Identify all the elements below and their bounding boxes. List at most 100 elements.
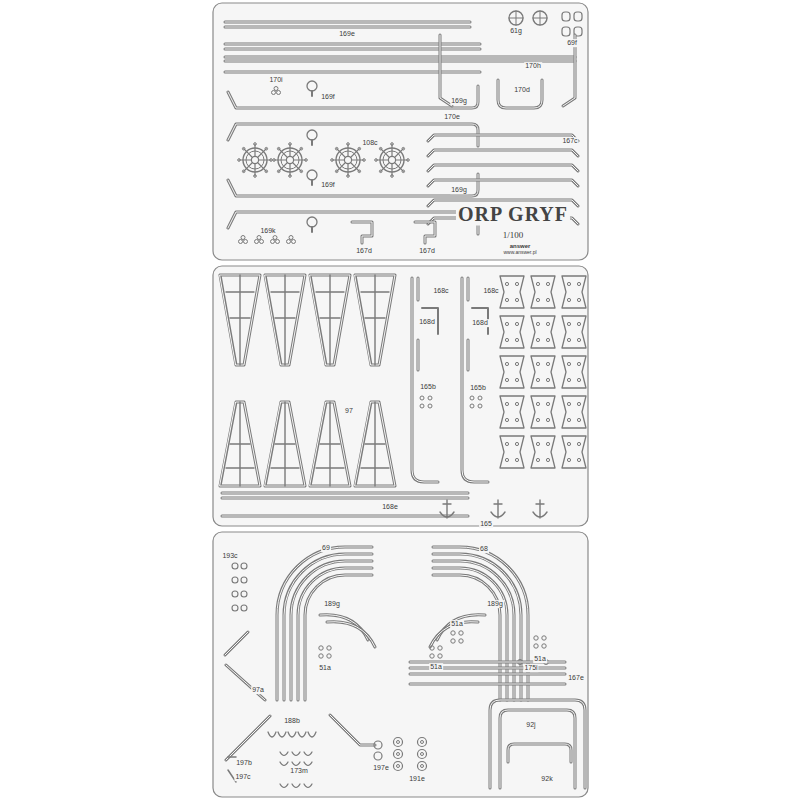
etched-part xyxy=(311,91,313,96)
etched-ring xyxy=(515,378,518,381)
part-number: 167d xyxy=(418,247,436,255)
etched-part xyxy=(491,500,505,518)
part-number: 188b xyxy=(283,717,301,725)
etched-part-inner xyxy=(222,498,468,499)
etched-part-inner xyxy=(225,632,248,655)
part-number: 92j xyxy=(525,721,536,729)
etched-part xyxy=(311,227,313,232)
etched-ring xyxy=(546,378,549,381)
etched-part-inner xyxy=(222,493,468,494)
etched-part xyxy=(254,164,255,176)
etched-part xyxy=(226,275,254,365)
part-number: 168c xyxy=(432,287,449,295)
etched-ring xyxy=(300,170,303,173)
etched-part xyxy=(508,744,571,762)
etched-part xyxy=(294,159,306,160)
etched-ring xyxy=(542,644,546,648)
etched-part xyxy=(330,715,375,745)
etched-ring xyxy=(577,298,580,301)
etched-ring xyxy=(289,175,292,178)
etched-ring xyxy=(418,738,427,747)
etched-ring xyxy=(265,147,268,150)
etched-part xyxy=(327,622,375,647)
part-number: 170e xyxy=(443,113,461,121)
etched-ring xyxy=(536,418,539,421)
etched-part-inner xyxy=(305,575,372,700)
etched-ring xyxy=(567,298,570,301)
sheet-title: ORP GRYF xyxy=(456,203,570,226)
etched-part xyxy=(500,396,524,428)
etched-part xyxy=(337,149,346,158)
etched-part xyxy=(226,665,265,700)
etched-ring xyxy=(272,91,276,95)
part-number: 61g xyxy=(509,27,523,35)
etched-ring xyxy=(546,298,549,301)
etched-ring xyxy=(536,442,539,445)
etched-part xyxy=(500,276,524,308)
etched-ring xyxy=(536,378,539,381)
etched-part xyxy=(415,222,435,243)
part-number: 1/100 xyxy=(502,231,525,241)
etched-part xyxy=(352,222,372,243)
etched-ring xyxy=(470,404,474,408)
etched-part xyxy=(500,436,524,468)
etched-ring xyxy=(546,402,549,405)
etched-ring xyxy=(536,322,539,325)
etched-ring xyxy=(505,402,508,405)
etched-ring xyxy=(394,762,403,771)
etched-part xyxy=(311,140,313,145)
etched-part xyxy=(308,732,316,737)
etched-part xyxy=(239,159,251,160)
etched-part xyxy=(395,163,404,172)
etched-part xyxy=(265,402,305,486)
etched-part xyxy=(531,316,555,348)
etched-part xyxy=(498,80,542,108)
etched-ring xyxy=(567,338,570,341)
etched-ring xyxy=(307,217,317,227)
etched-ring xyxy=(277,170,280,173)
etched-part xyxy=(472,308,488,334)
etched-ring xyxy=(307,130,317,140)
etched-ring xyxy=(391,175,394,178)
etched-ring xyxy=(567,402,570,405)
etched-part xyxy=(440,35,452,106)
etched-part xyxy=(220,275,260,365)
etched-part-inner xyxy=(225,57,575,58)
etched-part-inner xyxy=(226,716,270,760)
etched-ring xyxy=(242,147,245,150)
etched-ring xyxy=(515,298,518,301)
etched-ring xyxy=(577,458,580,461)
etched-ring xyxy=(421,741,424,744)
etched-part xyxy=(428,150,578,156)
part-number: 189g xyxy=(486,600,504,608)
etched-part xyxy=(500,356,524,388)
etched-part xyxy=(304,752,312,756)
part-number: 170i xyxy=(268,76,283,84)
etched-ring xyxy=(505,322,508,325)
etched-part xyxy=(500,316,524,348)
etched-part xyxy=(531,396,555,428)
etched-ring xyxy=(577,338,580,341)
etched-part xyxy=(293,149,302,158)
etched-part-inner xyxy=(428,180,578,186)
etched-part xyxy=(225,71,480,74)
etched-ring xyxy=(289,236,293,240)
etched-ring xyxy=(397,765,400,768)
etched-part-inner xyxy=(437,615,485,640)
etched-ring xyxy=(515,458,518,461)
etched-part-inner xyxy=(225,22,470,23)
etched-ring xyxy=(542,636,546,640)
part-number: 97 xyxy=(344,407,354,415)
etched-part xyxy=(293,163,302,172)
etched-part xyxy=(433,547,528,700)
etched-ring xyxy=(397,753,400,756)
etched-ring xyxy=(478,404,482,408)
part-number: 197c xyxy=(234,773,251,781)
etched-part xyxy=(288,732,296,737)
part-number: www.answer.pl xyxy=(502,250,537,256)
part-number: 51a xyxy=(429,663,443,671)
etched-part xyxy=(225,26,470,29)
etched-part-inner xyxy=(220,275,260,365)
etched-part-inner xyxy=(462,278,488,482)
etched-ring xyxy=(241,236,245,240)
